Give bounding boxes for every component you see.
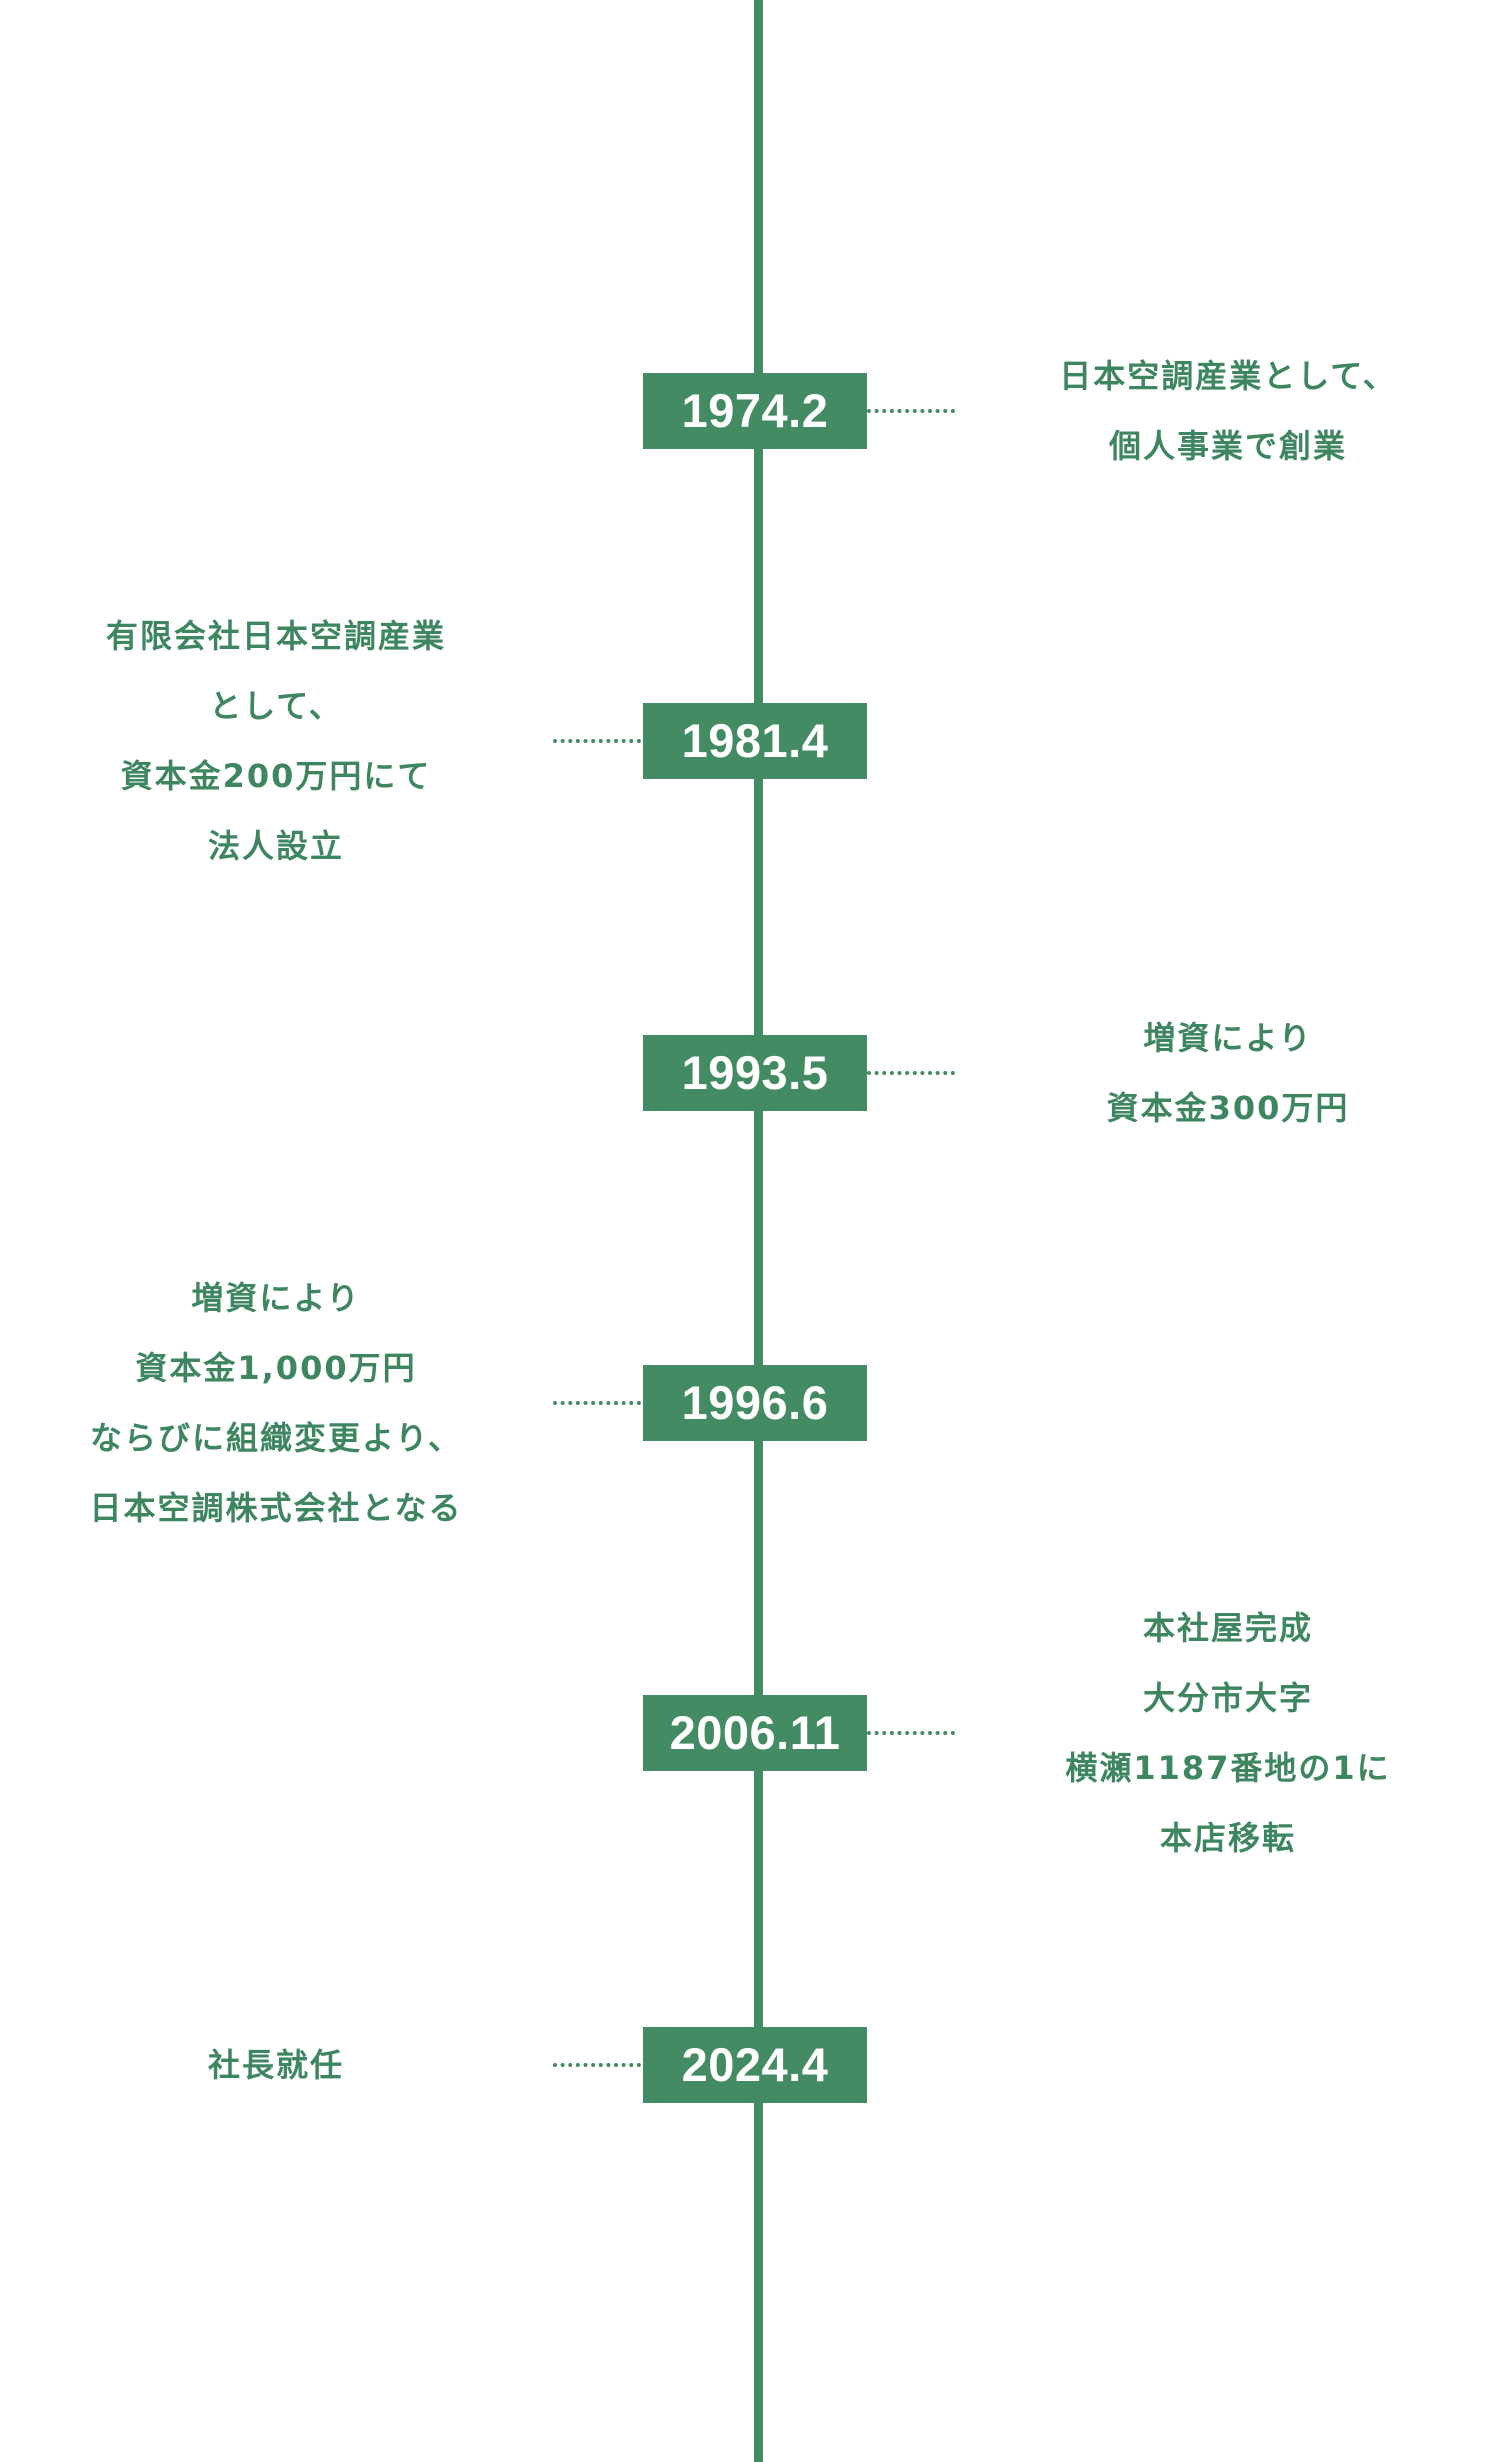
description-line: 日本空調株式会社となる <box>89 1489 463 1527</box>
description-line: 本店移転 <box>1159 1819 1296 1857</box>
year-badge: 1993.5 <box>643 1035 867 1111</box>
description-line: 資本金1,000万円 <box>135 1349 417 1387</box>
year-badge: 1974.2 <box>643 373 867 449</box>
description-line: 横瀬1187番地の1に <box>1065 1749 1391 1787</box>
dotted-connector <box>867 1731 955 1735</box>
dotted-connector <box>553 739 641 743</box>
description-line: 資本金300万円 <box>1106 1089 1350 1127</box>
dotted-connector <box>867 409 955 413</box>
event-description: 日本空調産業として、個人事業で創業 <box>1008 341 1448 481</box>
event-description: 増資により資本金300万円 <box>1008 1003 1448 1143</box>
description-line: ならびに組織変更より、 <box>89 1419 463 1457</box>
event-description: 有限会社日本空調産業として、資本金200万円にて法人設立 <box>56 601 496 881</box>
description-line: 日本空調産業として、 <box>1059 357 1397 395</box>
event-description: 増資により資本金1,000万円ならびに組織変更より、日本空調株式会社となる <box>56 1263 496 1543</box>
description-line: 増資により <box>1143 1019 1313 1057</box>
dotted-connector <box>867 1071 955 1075</box>
description-line: 資本金200万円にて <box>120 757 432 795</box>
timeline-entry: 1996.6 増資により資本金1,000万円ならびに組織変更より、日本空調株式会社… <box>0 1279 1495 1527</box>
event-description: 本社屋完成大分市大字横瀬1187番地の1に本店移転 <box>1008 1593 1448 1873</box>
timeline-entry: 2024.4 社長就任 <box>0 2027 1495 2103</box>
description-line: 有限会社日本空調産業 <box>105 617 446 655</box>
description-line: 社長就任 <box>207 2046 344 2084</box>
year-badge: 1981.4 <box>643 703 867 779</box>
dotted-connector <box>553 2063 641 2067</box>
event-description: 社長就任 <box>56 2030 496 2100</box>
dotted-connector <box>553 1401 641 1405</box>
description-line: として、 <box>209 687 343 725</box>
description-line: 本社屋完成 <box>1142 1609 1313 1647</box>
description-line: 大分市大字 <box>1142 1679 1313 1717</box>
timeline-entry: 2006.11 本社屋完成大分市大字横瀬1187番地の1に本店移転 <box>0 1609 1495 1857</box>
description-line: 法人設立 <box>207 827 344 865</box>
year-badge: 1996.6 <box>643 1365 867 1441</box>
description-line: 個人事業で創業 <box>1108 427 1347 465</box>
year-badge: 2006.11 <box>643 1695 867 1771</box>
timeline-entry: 1981.4 有限会社日本空調産業として、資本金200万円にて法人設立 <box>0 617 1495 865</box>
timeline-entry: 1974.2 日本空調産業として、個人事業で創業 <box>0 357 1495 465</box>
timeline-axis-line <box>754 0 763 2462</box>
year-badge: 2024.4 <box>643 2027 867 2103</box>
timeline-entry: 1993.5 増資により資本金300万円 <box>0 1019 1495 1127</box>
description-line: 増資により <box>191 1279 361 1317</box>
